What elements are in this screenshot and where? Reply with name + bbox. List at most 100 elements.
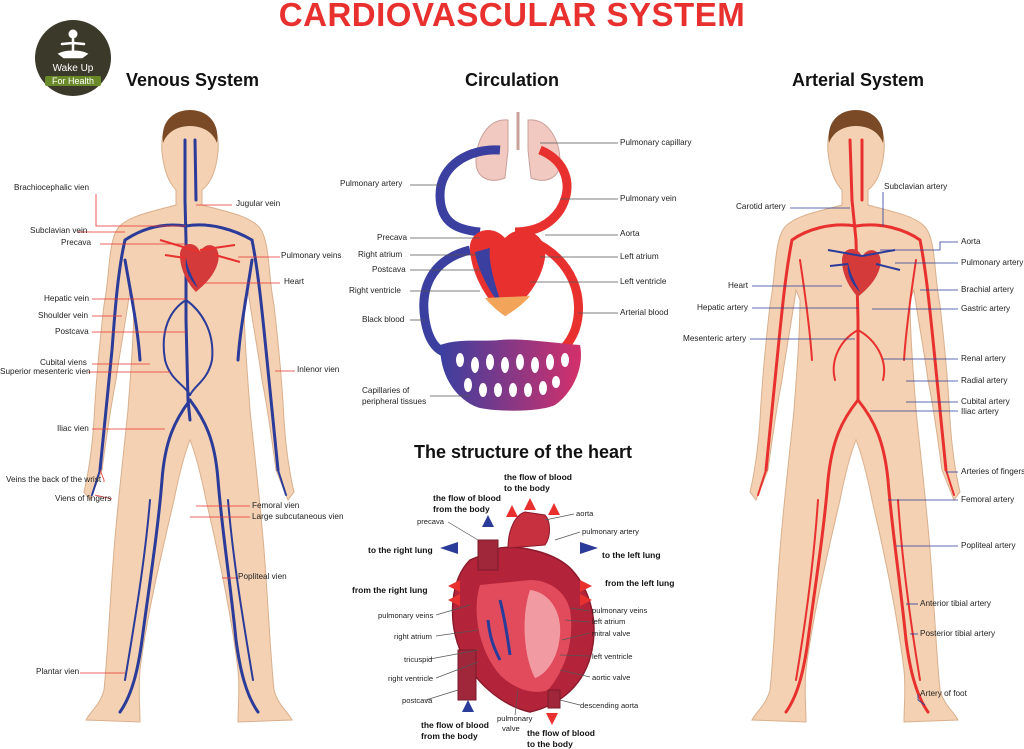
- heart-precava: [477, 539, 499, 571]
- label-flow-to-body-bottom-2: to the body: [527, 739, 573, 749]
- section-title-arterial: Arterial System: [792, 70, 925, 90]
- label-posterior-tibial-artery: Posterior tibial artery: [920, 629, 996, 638]
- label-left-atrium-heart: left atrium: [592, 617, 626, 626]
- venous-pulmonary-red: [159, 239, 241, 263]
- heart-leader-lines: [425, 513, 591, 716]
- capillary-bed: [440, 339, 581, 411]
- heart-left-chamber: [524, 590, 561, 678]
- label-flow-to-body-top-1: the flow of blood: [504, 472, 572, 482]
- label-mitral-valve: mitral valve: [592, 629, 631, 638]
- label-popliteal-artery: Popliteal artery: [961, 541, 1016, 550]
- heart-blue-vessels: [486, 599, 512, 661]
- venous-leader-lines: [78, 194, 295, 674]
- label-capillaries-line-1: Capillaries of: [362, 386, 410, 395]
- label-to-the-right-lung: to the right lung: [368, 545, 433, 555]
- label-shoulder-vein: Shoulder vein: [38, 311, 89, 320]
- label-gastric-artery: Gastric artery: [961, 304, 1011, 313]
- label-aorta-arterial: Aorta: [961, 237, 981, 246]
- label-precava-circ: Precava: [377, 233, 408, 242]
- heart-red-arrows: [448, 498, 592, 725]
- label-left-atrium-circ: Left atrium: [620, 252, 659, 261]
- label-capillaries-line-2: peripheral tissues: [362, 397, 427, 406]
- label-right-ventricle-heart: right ventricle: [388, 674, 434, 683]
- label-right-atrium-circ: Right atrium: [358, 250, 403, 259]
- label-right-atrium-heart: right atrium: [394, 632, 432, 641]
- label-pulmonary-veins: Pulmonary veins: [281, 251, 342, 260]
- arterial-leader-lines: [750, 192, 958, 706]
- arterial-body-figure: [749, 110, 961, 723]
- arterial-hair: [828, 110, 884, 143]
- label-iliac-artery: Iliac artery: [961, 407, 999, 416]
- label-from-the-left-lung: from the left lung: [605, 578, 675, 588]
- section-title-heart-structure: The structure of the heart: [414, 442, 633, 462]
- label-radial-artery: Radial artery: [961, 376, 1008, 385]
- label-artery-of-foot: Artery of foot: [920, 689, 967, 698]
- label-hepatic-vein: Hepatic vein: [44, 294, 90, 303]
- brand-logo: Wake Up For Health: [35, 20, 111, 96]
- label-inferior-vein: Inlenor vien: [297, 365, 340, 374]
- label-cubital-veins: Cubital viens: [40, 358, 87, 367]
- label-from-the-right-lung: from the right lung: [352, 585, 428, 595]
- heart-blue-arrows: [440, 515, 598, 712]
- label-flow-to-body-top-2: to the body: [504, 483, 550, 493]
- label-left-ventricle-circ: Left ventricle: [620, 277, 667, 286]
- meditation-icon: [57, 29, 89, 59]
- section-title-venous: Venous System: [126, 70, 260, 90]
- label-aortic-valve: aortic valve: [592, 673, 631, 682]
- arterial-heart: [842, 249, 881, 297]
- label-veins-of-fingers: Viens of fingers: [55, 494, 112, 503]
- label-pulmonary-veins-left: pulmonary veins: [378, 611, 434, 620]
- circulation-figure: [419, 112, 584, 411]
- label-postcava-circ: Postcava: [372, 265, 406, 274]
- label-subclavian-artery: Subclavian artery: [884, 182, 948, 191]
- label-renal-artery: Renal artery: [961, 354, 1006, 363]
- logo-line-1: Wake Up: [52, 63, 94, 74]
- label-jugular-vein: Jugular vein: [236, 199, 281, 208]
- label-femoral-artery: Femoral artery: [961, 495, 1015, 504]
- label-postcava-heart: postcava: [402, 696, 433, 705]
- venous-heart: [180, 244, 219, 292]
- label-pulmonary-artery-heart: pulmonary artery: [582, 527, 639, 536]
- label-flow-to-body-bottom-1: the flow of blood: [527, 728, 595, 738]
- label-black-blood: Black blood: [362, 315, 405, 324]
- label-carotid-artery: Carotid artery: [736, 202, 786, 211]
- label-tricuspid: tricuspid: [404, 655, 433, 664]
- label-femoral-vein: Femoral vien: [252, 501, 300, 510]
- label-flow-from-body-top-1: the flow of blood: [433, 493, 501, 503]
- label-veins-back-of-wrist: Veins the back of the wrist: [6, 475, 102, 484]
- label-right-ventricle-circ: Right ventricle: [349, 286, 401, 295]
- label-subclavian-vein: Subclavian vein: [30, 226, 88, 235]
- label-iliac-vein: Iliac vien: [57, 424, 89, 433]
- venous-hair: [162, 110, 218, 143]
- label-arterial-blood: Arterial blood: [620, 308, 669, 317]
- pulmonary-artery-loop: [435, 145, 501, 237]
- venous-vessels: [91, 138, 287, 714]
- systemic-vein-loop: [419, 245, 472, 359]
- label-anterior-tibial-artery: Anterior tibial artery: [920, 599, 991, 608]
- label-brachiocephalic-vein: Brachiocephalic vien: [14, 183, 90, 192]
- label-superior-mesenteric-vein: Superior mesenteric vien: [0, 367, 91, 376]
- label-flow-from-body-top-2: from the body: [433, 504, 490, 514]
- label-flow-from-body-bottom-1: the flow of blood: [421, 720, 489, 730]
- section-title-circulation: Circulation: [465, 70, 560, 90]
- heart-postcava: [457, 649, 477, 701]
- arterial-body-silhouette: [749, 114, 961, 723]
- logo-line-2: For Health: [45, 76, 101, 86]
- label-mesenteric-artery: Mesenteric artery: [683, 334, 747, 343]
- capillary-holes: [456, 353, 569, 397]
- pulmonary-vein-loop: [514, 145, 572, 237]
- label-pulmonary-capillary: Pulmonary capillary: [620, 138, 692, 147]
- arterial-vessels: [757, 138, 955, 714]
- label-pulmonary-artery-circ: Pulmonary artery: [340, 179, 403, 188]
- label-hepatic-artery: Hepatic artery: [697, 303, 748, 312]
- label-aorta-circ: Aorta: [620, 229, 640, 238]
- label-pulmonary-vein-circ: Pulmonary vein: [620, 194, 677, 203]
- label-left-ventricle-heart: left ventricle: [592, 652, 633, 661]
- label-brachial-artery: Brachial artery: [961, 285, 1014, 294]
- label-plantar-vein: Plantar vien: [36, 667, 80, 676]
- label-to-the-left-lung: to the left lung: [602, 550, 661, 560]
- page-title: CARDIOVASCULAR SYSTEM: [278, 0, 746, 33]
- label-pulmonary-veins-right: pulmonary veins: [592, 606, 648, 615]
- label-pulmonary-valve-2: valve: [502, 724, 520, 733]
